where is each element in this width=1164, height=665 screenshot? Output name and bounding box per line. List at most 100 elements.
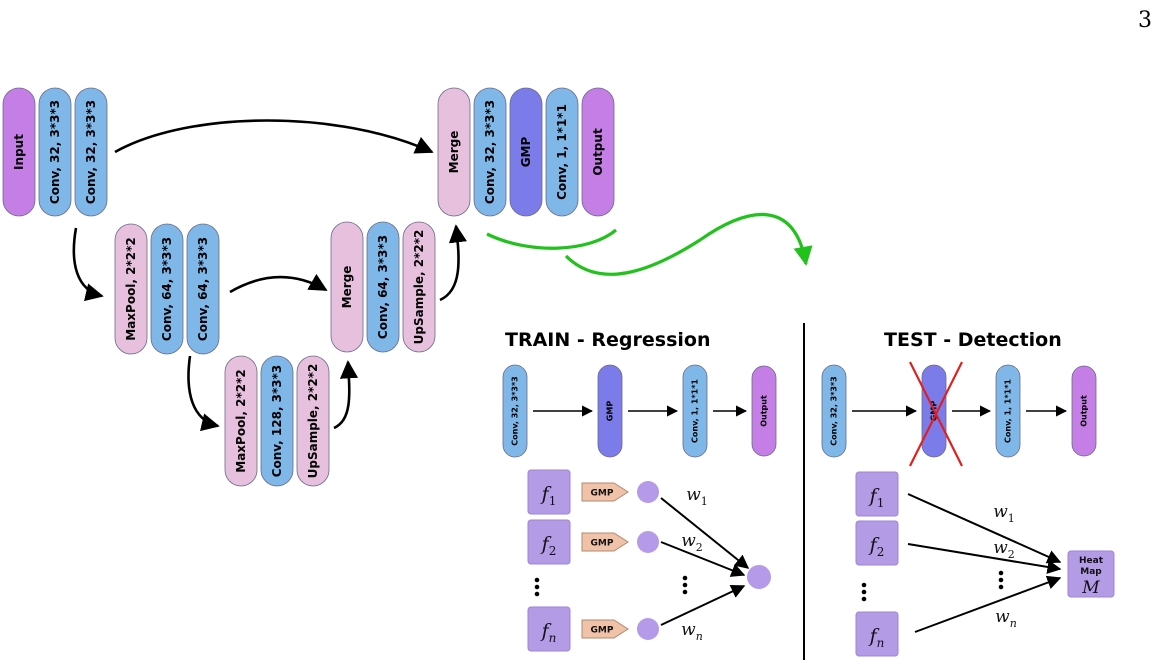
train-pipeline-block-0-shape — [502, 364, 528, 458]
skip-arrow-middle — [229, 273, 328, 294]
test-title: TEST - Detection — [884, 329, 1062, 351]
test-dots-right-1 — [998, 577, 1004, 583]
unet-decoder0-block-1-shape — [473, 87, 507, 217]
down-arrow-level0 — [72, 227, 104, 302]
unet-decoder0-block-3-label: Conv, 1, 1*1*1 — [555, 104, 569, 200]
train-weight-label-1: w2 — [681, 531, 703, 554]
unet-level1-block-1: Conv, 64, 3*3*3 — [150, 223, 184, 355]
unet-decoder1-block-1: Conv, 64, 3*3*3 — [366, 221, 400, 353]
unet-decoder1-block-1-shape — [366, 221, 400, 353]
test-pipeline-block-3-shape — [1071, 365, 1097, 457]
unet-decoder1-block-1-label: Conv, 64, 3*3*3 — [376, 235, 390, 339]
train-weight-arrow-1 — [660, 541, 746, 577]
test-weight-arrow-1 — [907, 543, 1062, 574]
unet-level1-block-0: MaxPool, 2*2*2 — [114, 223, 148, 355]
unet-level2-block-0-shape — [224, 355, 258, 487]
unet-decoder0-block-0-shape — [437, 87, 471, 217]
unet-level1-block-2: Conv, 64, 3*3*3 — [186, 223, 220, 355]
test-weight-label-0: w1 — [993, 502, 1015, 525]
train-gmp-arrow-shape-0 — [581, 482, 629, 502]
gmp-cross-line-b — [909, 361, 963, 467]
train-weight-label-0: w1 — [686, 485, 708, 508]
unet-level2-block-1-label: Conv, 128, 3*3*3 — [270, 365, 284, 478]
unet-level0-block-1-shape — [38, 87, 72, 217]
train-pipeline-block-1-shape — [597, 364, 623, 458]
test-weight-label-1: w2 — [993, 538, 1015, 561]
unet-level2-block-0: MaxPool, 2*2*2 — [224, 355, 258, 487]
unet-decoder0-block-0: Merge — [437, 87, 471, 217]
test-dots-right-0 — [998, 570, 1004, 576]
up-arrow-level1 — [439, 224, 467, 302]
train-gmp-arrow-label-2: GMP — [591, 626, 614, 636]
train-title: TRAIN - Regression — [505, 329, 710, 351]
unet-level1-block-1-shape — [150, 223, 184, 355]
test-pipeline-block-2: Conv, 1, 1*1*1 — [995, 364, 1021, 458]
train-gmp-arrow-label-1: GMP — [591, 539, 614, 549]
test-pipeline-block-0: Conv, 32, 3*3*3 — [821, 364, 847, 458]
train-weight-arrow-2 — [660, 585, 746, 626]
train-weight-label-2: wn — [681, 620, 703, 643]
unet-decoder1-block-0: Merge — [330, 221, 364, 353]
unet-decoder0-block-2: GMP — [509, 87, 543, 217]
connection-arrows — [72, 119, 1068, 633]
unet-level1-block-2-shape — [186, 223, 220, 355]
unet-decoder0-block-0-label: Merge — [447, 131, 461, 174]
train-gmp-arrow-1: GMP — [581, 532, 629, 552]
test-weight-label-2: wn — [995, 607, 1017, 630]
train-dots-left-0 — [534, 577, 540, 583]
train-pipeline-block-2: Conv, 1, 1*1*1 — [682, 364, 708, 458]
unet-decoder0-block-4-shape — [581, 87, 615, 217]
unet-decoder0-block-3: Conv, 1, 1*1*1 — [545, 87, 579, 217]
train-pipeline-block-1-label: GMP — [606, 401, 615, 422]
heat-map-line2: Map — [1080, 567, 1102, 577]
train-pipeline-block-0: Conv, 32, 3*3*3 — [502, 364, 528, 458]
test-weight-arrow-2 — [914, 575, 1062, 633]
unet-decoder0-block-1: Conv, 32, 3*3*3 — [473, 87, 507, 217]
unet-level0-block-0: Input — [2, 87, 36, 217]
unet-decoder1-block-2-shape — [402, 221, 436, 353]
train-node-2 — [637, 618, 659, 640]
unet-level0-block-2-shape — [74, 87, 108, 217]
unet-level0-block-2: Conv, 32, 3*3*3 — [74, 87, 108, 217]
unet-decoder0-block-4: Output — [581, 87, 615, 217]
test-feature-box-1 — [855, 520, 899, 566]
heat-map-symbol: M — [1081, 578, 1100, 598]
train-feature-box-2 — [527, 606, 571, 652]
up-arrow-level2 — [333, 360, 359, 430]
test-weight-arrow-0 — [907, 493, 1062, 564]
unet-decoder1-block-0-shape — [330, 221, 364, 353]
test-dots-right-2 — [998, 584, 1004, 590]
train-pipeline-block-3-label: Output — [760, 395, 769, 427]
train-gmp-arrow-shape-1 — [581, 532, 629, 552]
train-dots-right-0 — [682, 575, 688, 581]
train-gmp-arrow-shape-2 — [581, 619, 629, 639]
train-gmp-arrow-2: GMP — [581, 619, 629, 639]
unet-level0-block-0-shape — [2, 87, 36, 217]
heat-map-shape — [1067, 550, 1115, 598]
train-pipeline-block-1: GMP — [597, 364, 623, 458]
train-node-0 — [637, 481, 659, 503]
test-pipeline-block-3-label: Output — [1080, 395, 1089, 427]
page-number: 3 — [1138, 8, 1152, 33]
train-dots-left-1 — [534, 584, 540, 590]
unet-decoder1-block-2: UpSample, 2*2*2 — [402, 221, 436, 353]
train-gmp-arrow-label-0: GMP — [591, 489, 614, 499]
train-feature-box-1 — [527, 519, 571, 565]
train-node-1 — [637, 531, 659, 553]
unet-decoder0-block-3-shape — [545, 87, 579, 217]
green-curve-arrow — [564, 213, 813, 276]
unet-decoder0-block-1-label: Conv, 32, 3*3*3 — [483, 100, 497, 204]
unet-decoder1-block-2-label: UpSample, 2*2*2 — [412, 230, 426, 345]
skip-arrow-top — [114, 119, 434, 154]
unet-level2-block-2: UpSample, 2*2*2 — [296, 355, 330, 487]
green-curve-left — [486, 228, 618, 250]
train-pipeline-block-0-label: Conv, 32, 3*3*3 — [511, 376, 520, 445]
test-feature-box-0 — [855, 471, 899, 517]
heat-map-line1: Heat — [1079, 556, 1104, 566]
unet-level0-block-1: Conv, 32, 3*3*3 — [38, 87, 72, 217]
unet-level1-block-0-label: MaxPool, 2*2*2 — [124, 237, 138, 341]
unet-level2-block-1-shape — [260, 355, 294, 487]
train-gmp-arrow-0: GMP — [581, 482, 629, 502]
